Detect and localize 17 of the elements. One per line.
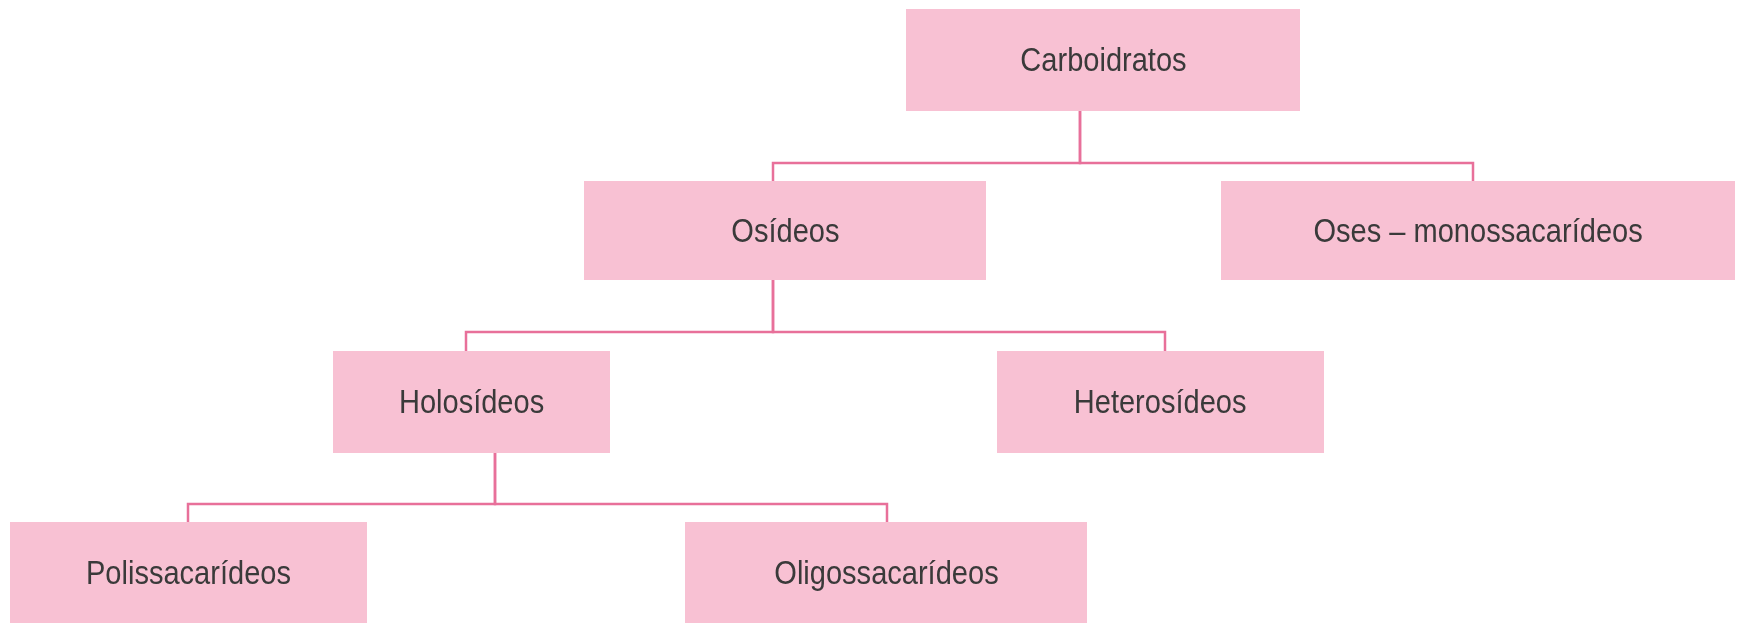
category-box <box>997 351 1324 453</box>
category-box <box>10 522 367 623</box>
category-box <box>584 181 986 280</box>
connector-line <box>771 280 1167 351</box>
category-label: Oligossacarídeos <box>773 553 999 592</box>
category-label: Oses – monossacarídeos <box>1313 211 1643 250</box>
category-box <box>333 351 610 453</box>
category-label: Osídeos <box>730 211 840 250</box>
connector-line <box>493 453 889 522</box>
connector-line <box>1078 111 1475 181</box>
category-label: Polissacarídeos <box>86 553 291 592</box>
category-box <box>906 9 1300 111</box>
category-box <box>685 522 1087 623</box>
category-label: Carboidratos <box>1019 41 1187 79</box>
category-label: Holosídeos <box>398 383 545 421</box>
category-label: Heterosídeos <box>1074 383 1247 421</box>
category-box <box>1221 181 1735 280</box>
